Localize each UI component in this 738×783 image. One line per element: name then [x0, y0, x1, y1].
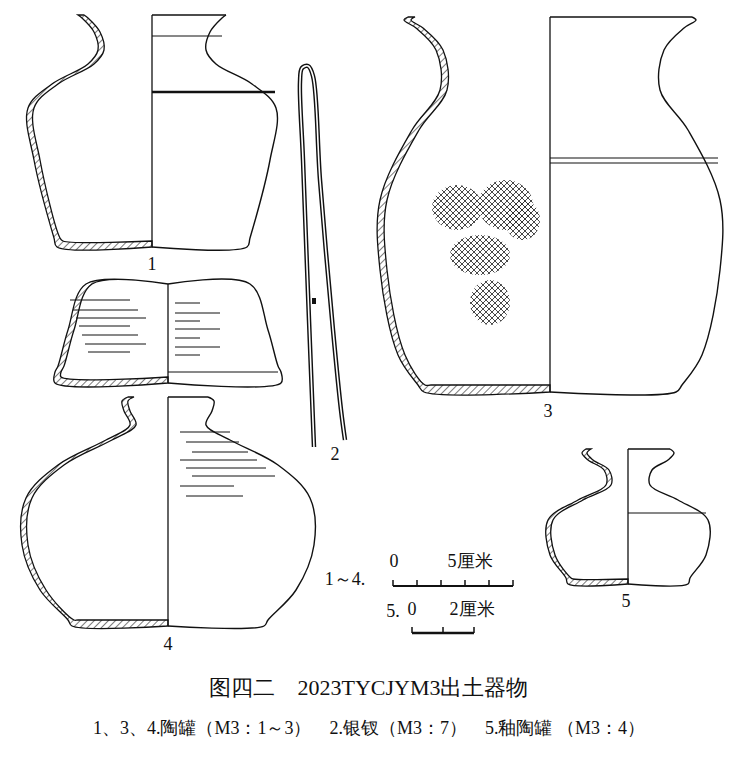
- section-wall: [377, 17, 550, 395]
- exterior-outline: [152, 15, 278, 250]
- pottery-jar: [26, 15, 277, 250]
- callout-number: 2: [331, 445, 340, 465]
- surface-line: [186, 468, 266, 469]
- surface-line: [73, 310, 138, 311]
- surface-line: [152, 36, 222, 37]
- mat-impression: [505, 200, 540, 240]
- pottery-jar: [377, 17, 723, 395]
- surface-line: [85, 344, 146, 345]
- figure-caption: 1、3、4.陶罐（M3：1～3） 2.银钗（M3：7） 5.釉陶罐 （M3：4）: [19, 712, 719, 744]
- surface-line: [175, 329, 220, 330]
- surface-line: [186, 442, 239, 443]
- center-line: [151, 15, 152, 247]
- exterior-outline: [168, 279, 282, 387]
- exterior-outline: [550, 17, 723, 395]
- surface-line: [82, 335, 138, 336]
- surface-line: [186, 496, 243, 497]
- scale-bar: [412, 627, 474, 633]
- section-wall: [54, 279, 168, 387]
- scale-label: 0: [408, 600, 417, 620]
- surface-line: [175, 355, 200, 356]
- rim-line: [550, 16, 692, 17]
- surface-line: [628, 512, 706, 513]
- surface-line: [152, 91, 275, 94]
- surface-line: [180, 460, 257, 461]
- surface-line: [175, 303, 200, 304]
- scale-label: 2厘米: [450, 600, 495, 620]
- surface-line: [168, 372, 278, 373]
- surface-line: [70, 300, 130, 301]
- surface-line: [180, 432, 230, 433]
- scale-label: 0: [390, 552, 399, 572]
- callout-number: 4: [164, 635, 173, 655]
- exterior-outline: [628, 449, 710, 586]
- surface-line: [76, 318, 146, 319]
- scale-label: 1～4.: [325, 570, 366, 590]
- mat-impression: [432, 185, 482, 230]
- center-line: [549, 17, 550, 392]
- surface-line: [550, 162, 718, 163]
- surface-line: [550, 157, 718, 158]
- surface-line: [192, 452, 248, 453]
- pottery-jar: [21, 397, 316, 629]
- glazed-jar: [546, 449, 711, 586]
- scale-label: 5厘米: [448, 552, 493, 572]
- rim-line: [628, 448, 670, 449]
- surface-line: [175, 321, 200, 322]
- center-line: [167, 284, 168, 383]
- rim-line: [152, 14, 226, 15]
- silver-hairpin: [300, 66, 345, 447]
- surface-line: [175, 338, 200, 339]
- surface-line: [180, 486, 234, 487]
- pottery-bowl: [54, 279, 283, 387]
- section-wall: [21, 397, 168, 629]
- center-line: [627, 449, 628, 584]
- surface-line: [79, 326, 130, 327]
- section-wall: [26, 15, 152, 250]
- surface-line: [175, 347, 220, 348]
- section-wall: [546, 449, 628, 586]
- surface-line: [175, 313, 220, 314]
- exterior-outline: [168, 397, 315, 629]
- mat-impression: [450, 235, 510, 275]
- figure-title: 图四二 2023TYCJYM3出土器物: [209, 676, 528, 700]
- center-line: [167, 397, 168, 626]
- mat-impression: [470, 280, 510, 325]
- surface-line: [192, 476, 275, 477]
- rim-line: [168, 396, 208, 397]
- scale-label: 5.: [386, 602, 400, 622]
- scale-bar: [393, 580, 513, 586]
- callout-number: 3: [544, 402, 553, 422]
- callout-number: 5: [622, 592, 631, 612]
- surface-line: [88, 352, 130, 353]
- callout-number: 1: [148, 255, 157, 275]
